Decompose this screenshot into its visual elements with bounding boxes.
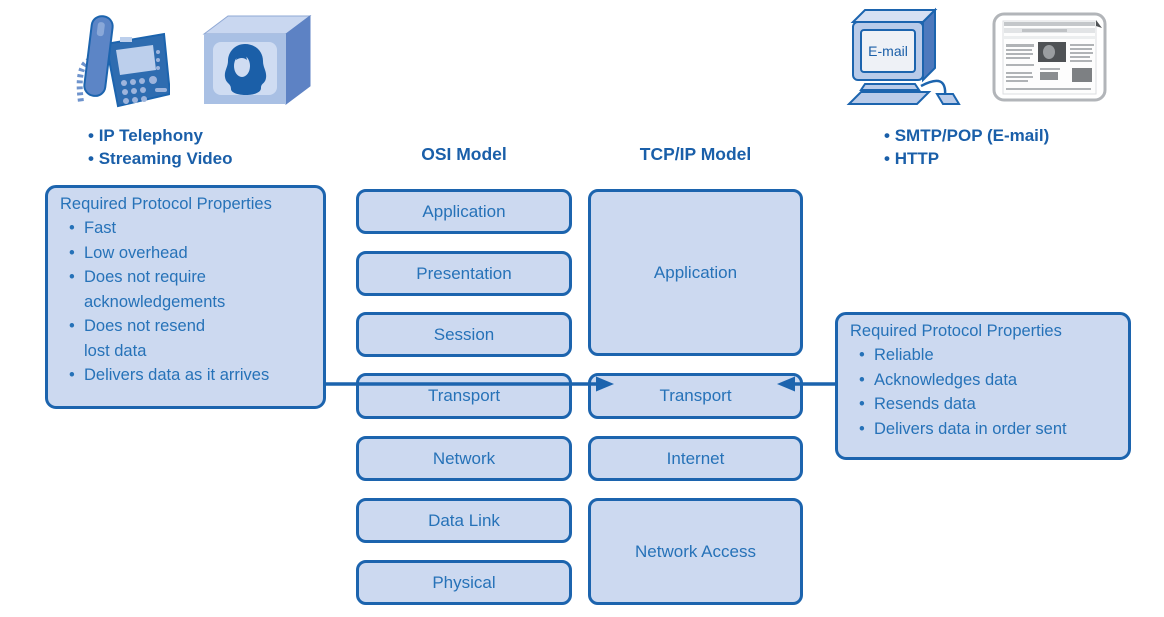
udp-properties-title: Required Protocol Properties <box>60 195 272 213</box>
osi-layer-transport: Transport <box>356 373 572 419</box>
tcpip-model-title: TCP/IP Model <box>639 144 752 164</box>
email-screen-label: E-mail <box>868 43 908 59</box>
app-item-ip-telephony: IP Telephony <box>88 124 233 147</box>
tcpip-layer-internet: Internet <box>588 436 803 481</box>
udp-properties-list: Fast Low overhead Does not require ackno… <box>48 216 323 388</box>
udp-property: Delivers data as it arrives <box>69 363 315 388</box>
osi-layer-application: Application <box>356 189 572 234</box>
app-item-smtp-pop: SMTP/POP (E-mail) <box>884 124 1050 147</box>
app-item-streaming-video: Streaming Video <box>88 147 233 170</box>
streaming-video-icon <box>202 15 312 105</box>
tcpip-layer-application: Application <box>588 189 803 356</box>
udp-property: Fast <box>69 216 315 241</box>
osi-layer-physical: Physical <box>356 560 572 605</box>
email-computer-icon: E-mail <box>846 7 961 105</box>
tcp-property: Delivers data in order sent <box>859 417 1120 442</box>
tcp-properties-list: Reliable Acknowledges data Resends data … <box>838 343 1128 441</box>
udp-property: Low overhead <box>69 241 315 266</box>
tcp-property: Resends data <box>859 392 1120 417</box>
tcp-property: Acknowledges data <box>859 368 1120 393</box>
ip-phone-icon <box>76 15 170 108</box>
tcp-property: Reliable <box>859 343 1120 368</box>
right-application-list: SMTP/POP (E-mail) HTTP <box>884 124 1050 170</box>
web-browser-icon <box>992 12 1107 102</box>
osi-model-title: OSI Model <box>421 144 507 164</box>
udp-property: Does not resend lost data <box>69 314 315 363</box>
app-item-http: HTTP <box>884 147 1049 170</box>
tcpip-layer-network-access: Network Access <box>588 498 803 605</box>
osi-layer-network: Network <box>356 436 572 481</box>
left-application-list: IP Telephony Streaming Video <box>88 124 233 170</box>
osi-layer-presentation: Presentation <box>356 251 572 296</box>
udp-properties-box: Required Protocol Properties Fast Low ov… <box>45 185 326 409</box>
osi-layer-session: Session <box>356 312 572 357</box>
tcp-properties-title: Required Protocol Properties <box>850 322 1062 340</box>
udp-property: Does not require acknowledgements <box>69 265 315 314</box>
osi-layer-data-link: Data Link <box>356 498 572 543</box>
tcp-properties-box: Required Protocol Properties Reliable Ac… <box>835 312 1131 460</box>
tcpip-layer-transport: Transport <box>588 373 803 419</box>
